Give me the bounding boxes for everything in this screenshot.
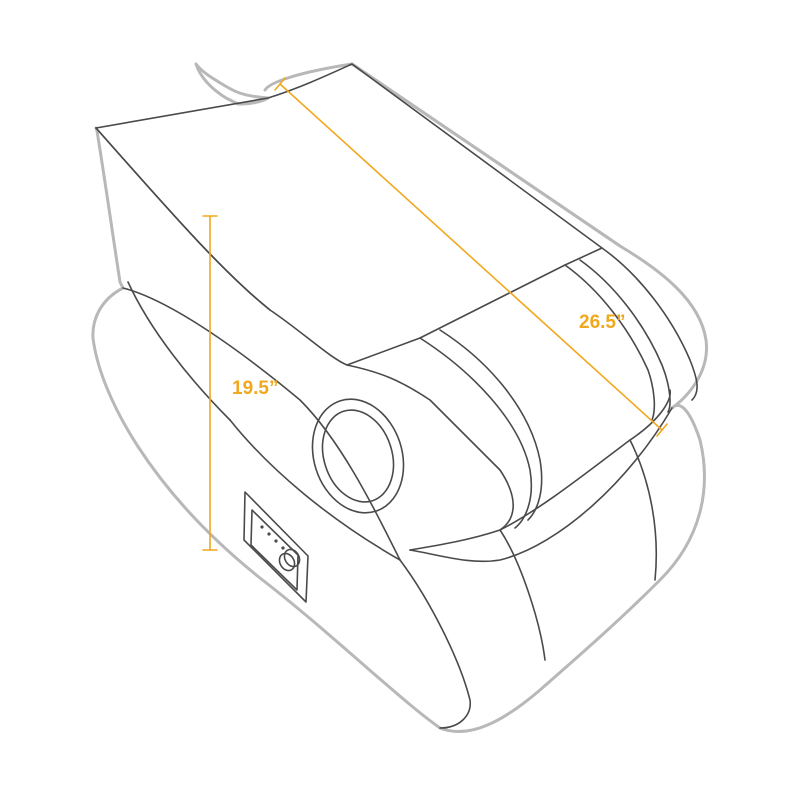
height-dimension: 19.5”: [202, 215, 278, 551]
base-side-edge: [229, 419, 401, 561]
front-face-top-edge: [95, 127, 271, 311]
lower-roll-top: [409, 407, 673, 563]
depth-dimension-cap-end: [656, 423, 668, 437]
inner-details: [95, 63, 698, 729]
back-top-edge: [350, 62, 622, 248]
dial-knob-icon: [278, 548, 301, 572]
lower-roll-side: [629, 439, 658, 581]
tag-tab: [194, 62, 270, 106]
upper-roll-side-1: [564, 264, 656, 421]
depth-dimension-label: 26.5”: [579, 312, 625, 333]
outer-silhouette: [91, 62, 709, 734]
upper-roll-front: [346, 364, 514, 551]
upper-roll-seam-2: [439, 329, 543, 521]
height-dimension-label: 19.5”: [232, 378, 278, 399]
indicator-dots: [260, 525, 285, 550]
top-cushion-outline: [91, 62, 709, 734]
upper-roll-side-2: [579, 259, 671, 413]
front-face-side-edge: [127, 281, 231, 421]
top-flap: [95, 63, 603, 366]
round-port-icon: [311, 398, 405, 514]
depth-dimension-cap-start: [274, 77, 286, 91]
control-panel-icon: [243, 491, 309, 603]
lower-roll-seam: [499, 529, 546, 661]
lower-roll-front: [399, 559, 471, 729]
upper-roll-band: [499, 389, 671, 531]
upper-roll-side-3: [601, 247, 698, 401]
front-face-lower-edge: [122, 287, 401, 561]
depth-dimension-line: [279, 83, 663, 431]
upper-roll-seam-1: [419, 337, 533, 529]
depth-dimension: 26.5”: [274, 77, 668, 437]
